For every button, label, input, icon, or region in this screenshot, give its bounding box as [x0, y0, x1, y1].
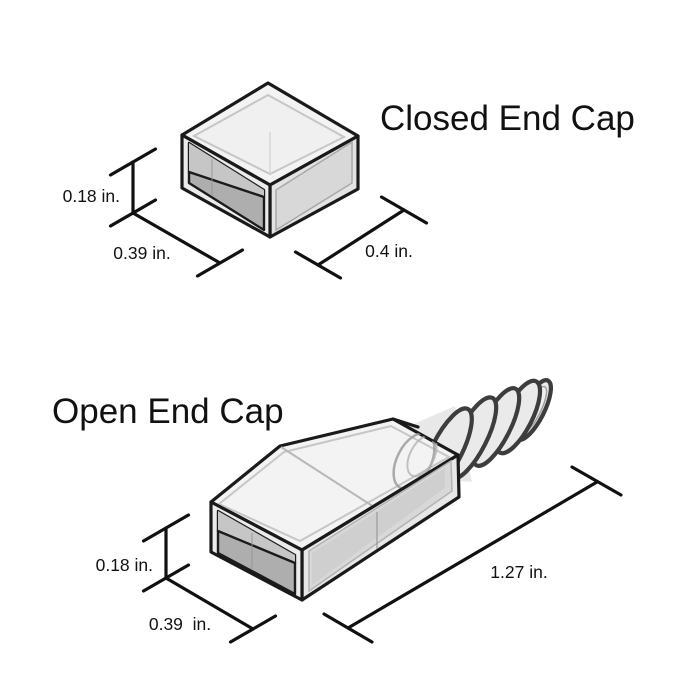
open-cap-length-dimension-line: [322, 465, 623, 644]
open-cap-drawing: [209, 417, 461, 602]
closed-cap-title: Closed End Cap: [380, 99, 635, 138]
open-cap-interior-floor-edge: [216, 529, 297, 565]
open-cap-top-inner-rim: [217, 424, 452, 543]
open-cap-nose-edge: [391, 417, 420, 429]
width-dimension-line: [164, 576, 255, 631]
depth-dimension-line: [316, 208, 406, 267]
width-dimension-line: [131, 211, 222, 265]
open-cap-title: Open End Cap: [52, 392, 284, 431]
length-dimension-line: [346, 480, 599, 630]
tick-mark: [322, 612, 374, 644]
closed-cap-height-width-dimension-lines: [108, 147, 245, 278]
closed-cap-right-face-inset: [275, 140, 353, 232]
open-cap-taper-crease: [280, 446, 375, 508]
open-end-cap-figure: [141, 378, 623, 644]
open-cap-right-face-shadow: [312, 468, 445, 585]
closed-cap-interior-back-wall: [189, 143, 264, 197]
closed-cap-interior-floor-edge: [187, 170, 266, 199]
open-cap-height-width-dimension-lines: [141, 513, 278, 644]
closed-cap-depth-dimension-line: [293, 195, 429, 280]
closed-end-cap-figure: [108, 81, 429, 280]
closed-cap-width-label: 0.39 in.: [113, 243, 170, 263]
closed-cap-height-label: 0.18 in.: [63, 186, 120, 206]
tick-mark: [228, 614, 278, 644]
tick-mark: [293, 250, 343, 280]
open-cap-height-label: 0.18 in.: [96, 555, 153, 575]
closed-cap-drawing: [180, 81, 360, 239]
open-cap-interior-back-wall: [218, 511, 295, 563]
tick-mark: [195, 248, 245, 278]
closed-cap-depth-label: 0.4 in.: [365, 241, 413, 261]
open-cap-length-label: 1.27 in.: [490, 562, 547, 582]
open-cap-width-label: 0.39 in.: [149, 614, 211, 634]
